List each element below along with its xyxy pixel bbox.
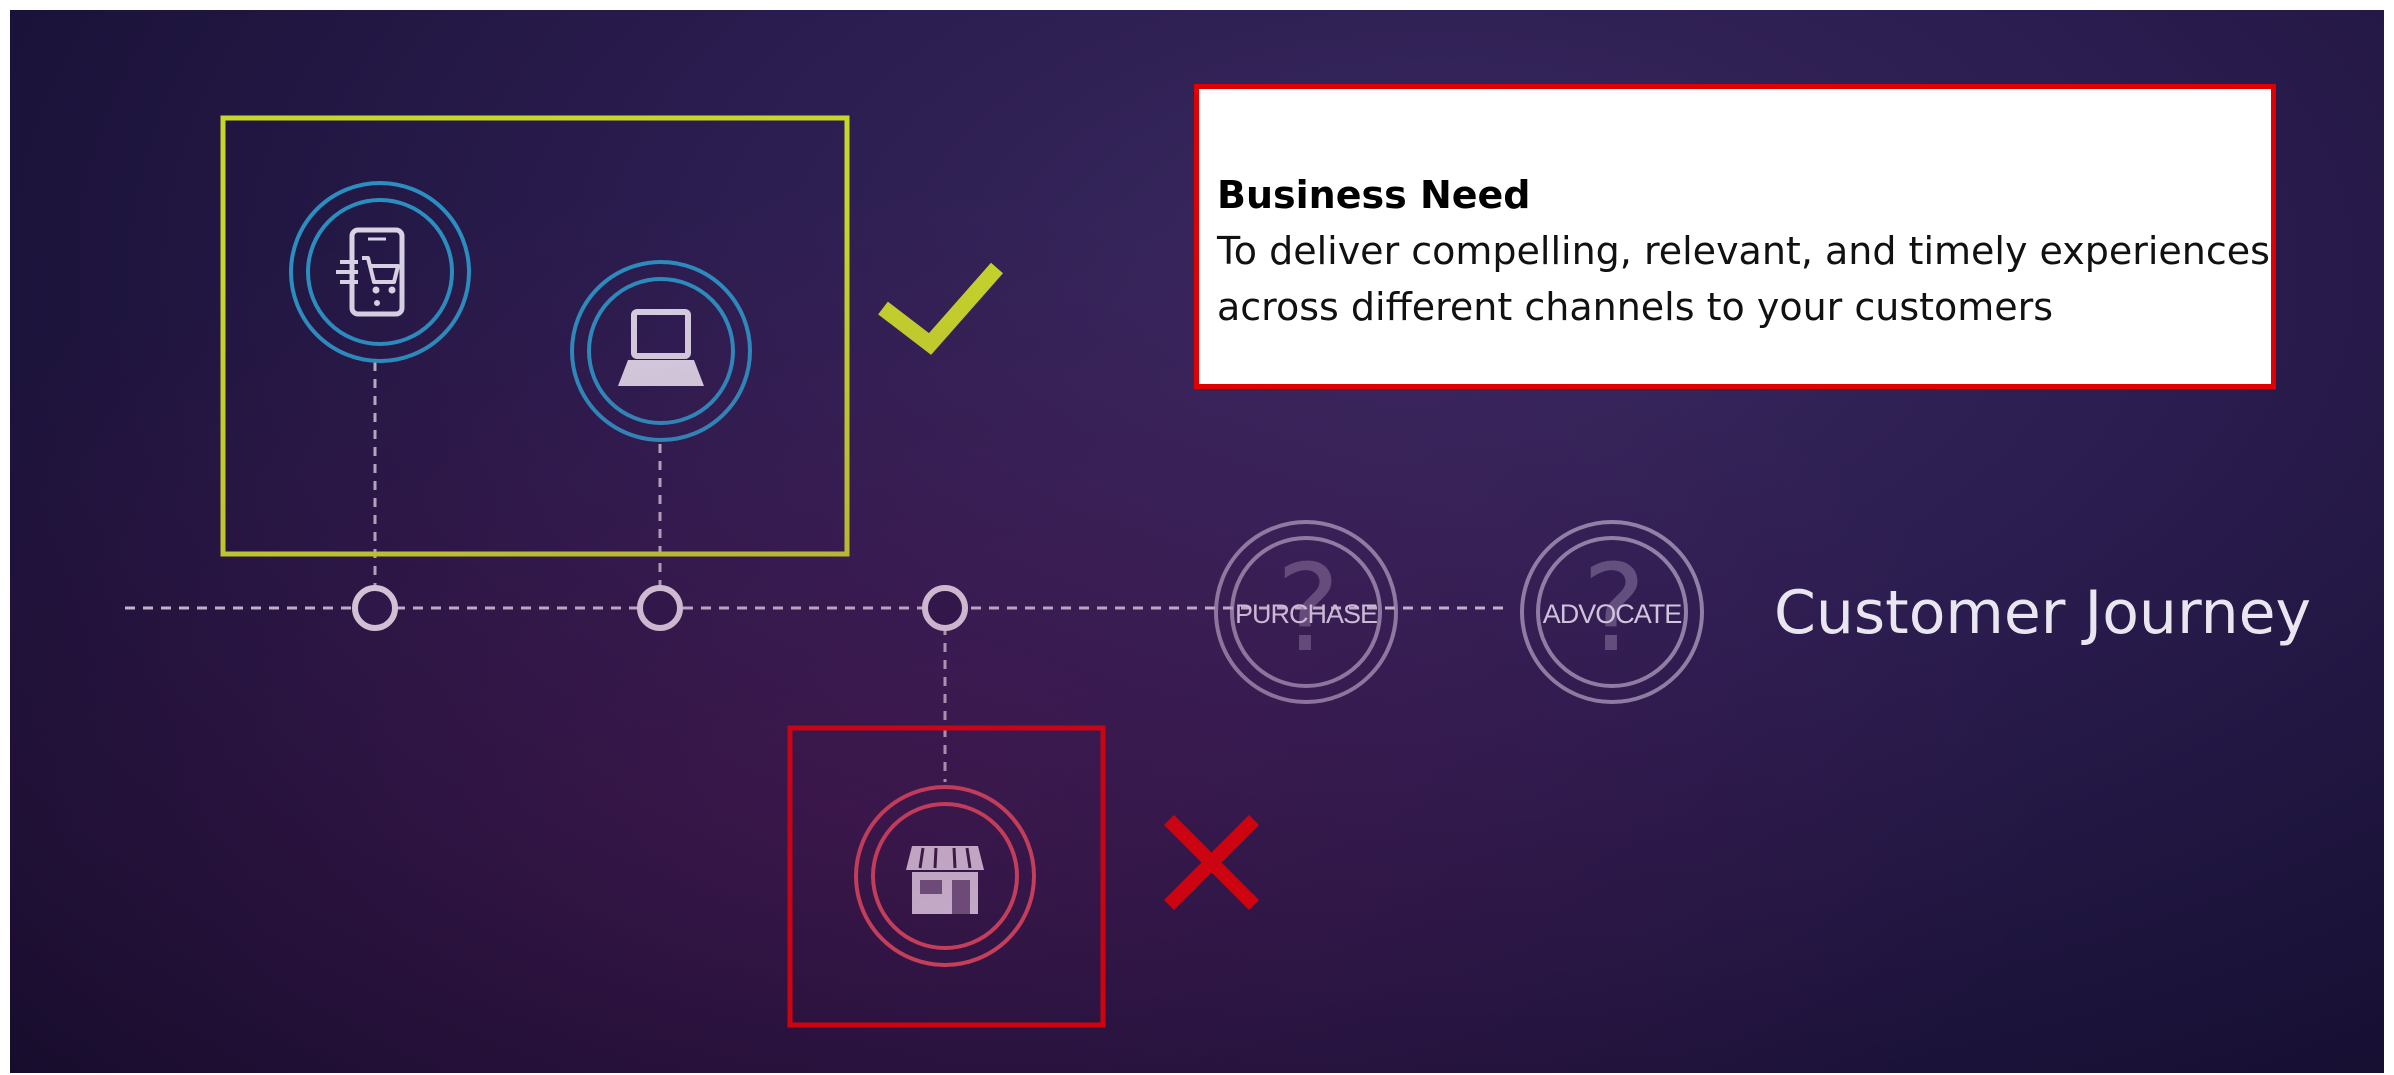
business-need-title: Business Need — [1217, 173, 1531, 217]
stage-advocate: ? ADVOCATE — [1520, 520, 1704, 704]
store-icon — [854, 785, 1036, 967]
stage-purchase-label: PURCHASE — [1235, 599, 1377, 629]
svg-text:?: ? — [1582, 540, 1646, 679]
timeline-node-1 — [352, 585, 398, 631]
timeline-node-3 — [922, 585, 968, 631]
business-need-box: Business Need To deliver compelling, rel… — [1194, 84, 2276, 389]
covered-channels-frame — [220, 115, 850, 557]
cross-mark-icon — [1164, 815, 1259, 910]
check-mark-icon — [878, 262, 1004, 355]
stage-purchase: ? PURCHASE — [1214, 520, 1398, 704]
timeline-node-2 — [637, 585, 683, 631]
stage-advocate-label: ADVOCATE — [1543, 599, 1682, 629]
journey-label: Customer Journey — [1774, 578, 2312, 648]
business-need-body: To deliver compelling, relevant, and tim… — [1217, 229, 2270, 329]
uncovered-channel-frame — [787, 725, 1106, 1028]
mobile-shopping-icon — [289, 181, 471, 363]
journey-diagram: ? PURCHASE ? ADVOCATE — [125, 115, 1704, 1028]
svg-text:?: ? — [1276, 540, 1340, 679]
customer-journey-slide: ? PURCHASE ? ADVOCATE Customer Journey B… — [10, 10, 2384, 1073]
laptop-icon — [570, 260, 752, 442]
